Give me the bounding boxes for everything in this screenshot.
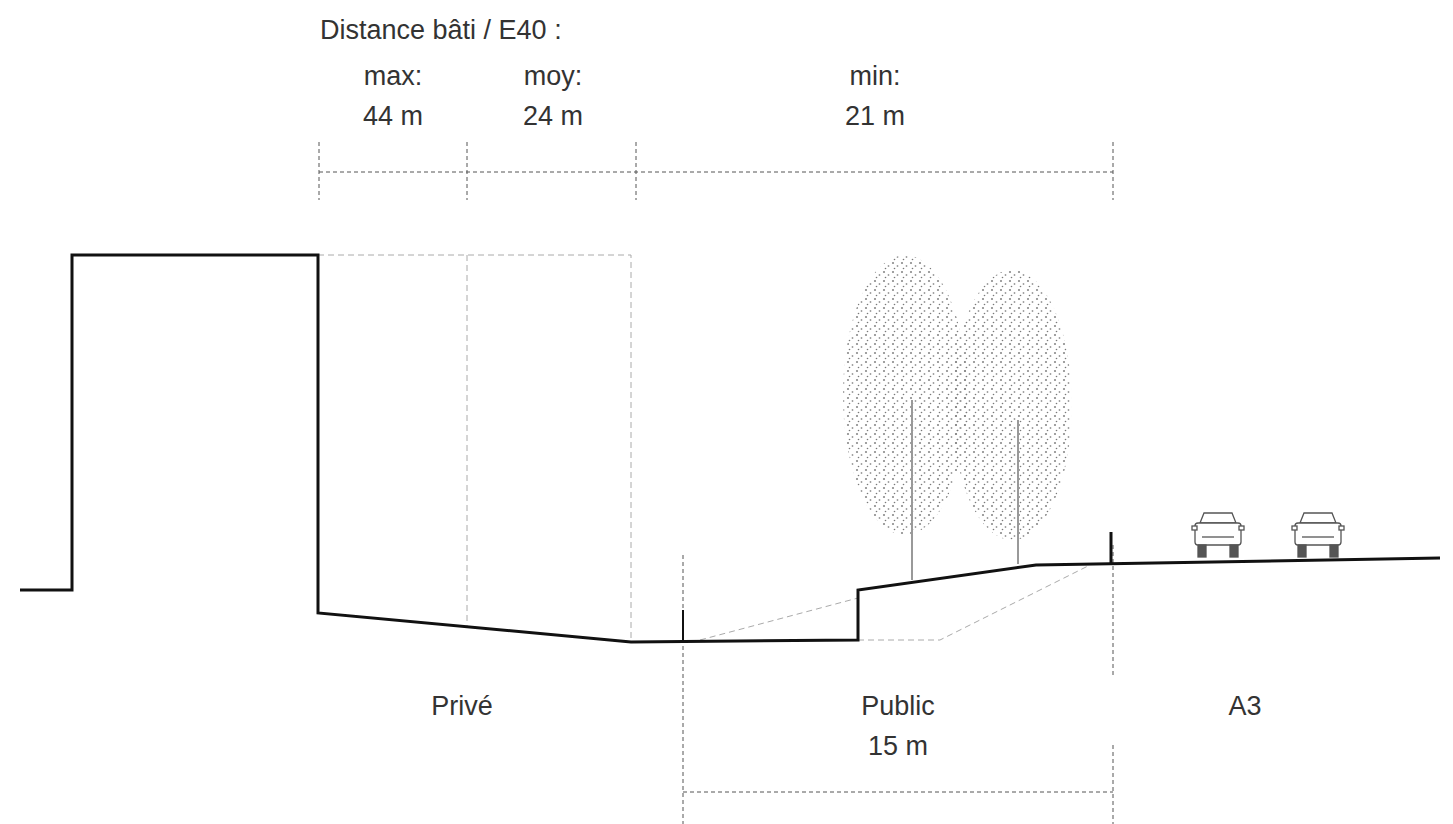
diagram-title: Distance bâti / E40 : bbox=[317, 14, 565, 46]
dimension-label: max: bbox=[361, 60, 426, 92]
zone-label: Privé bbox=[428, 690, 496, 722]
zone-label: Public bbox=[858, 690, 938, 722]
zone-label: A3 bbox=[1225, 690, 1264, 722]
ground-section bbox=[20, 255, 1440, 642]
dimension-label: moy: bbox=[521, 60, 586, 92]
dimension-lines bbox=[319, 142, 1113, 824]
dimension-value: 44 m bbox=[360, 100, 426, 132]
trees bbox=[843, 255, 1072, 580]
boundary-tick bbox=[682, 610, 684, 642]
dimension-value: 21 m bbox=[842, 100, 908, 132]
cars bbox=[1192, 513, 1344, 557]
dimension-value: 24 m bbox=[520, 100, 586, 132]
ghost-outlines bbox=[318, 255, 1090, 642]
dimension-label: min: bbox=[846, 60, 903, 92]
boundary-tick bbox=[1110, 532, 1113, 563]
dimension-value: 15 m bbox=[865, 730, 931, 762]
